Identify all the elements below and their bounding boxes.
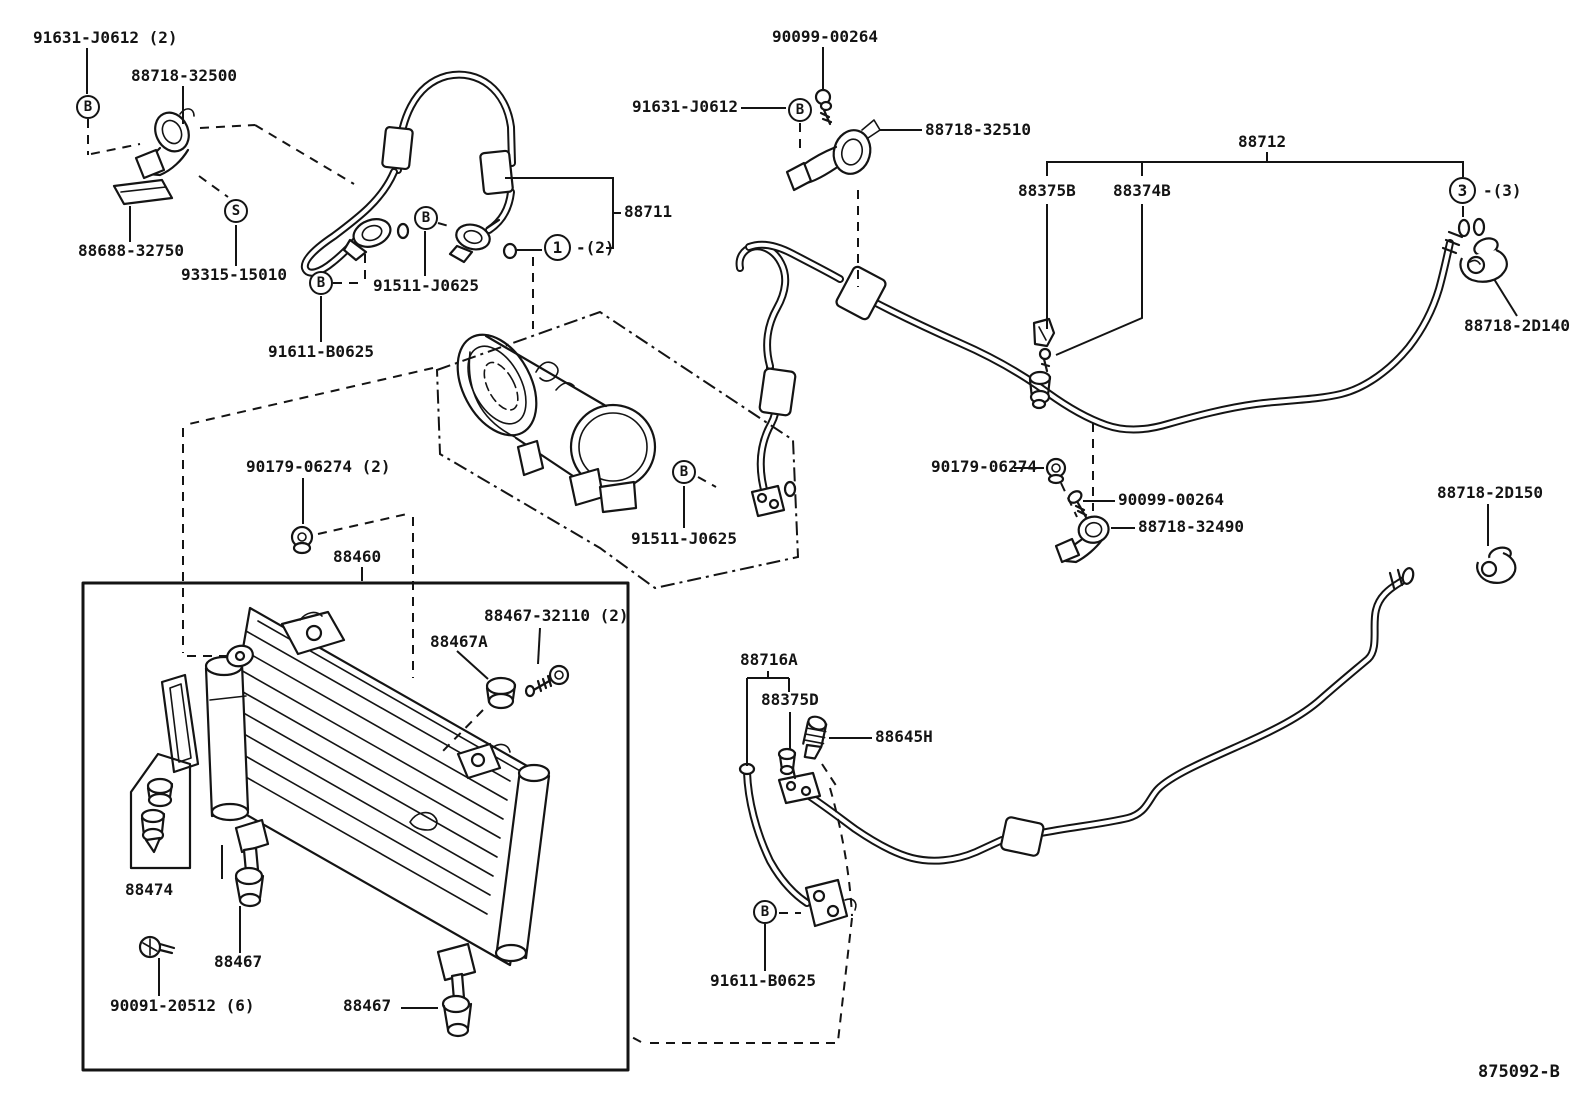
bolt-90099-00264-top: [814, 88, 833, 126]
part-label-90099-00264-top: 90099-00264: [772, 27, 878, 46]
dashed-lines: [87, 119, 1094, 1044]
o-rings-2D140: [1457, 217, 1486, 238]
receiver-drier: [204, 655, 250, 822]
callout-B-3: B: [414, 206, 438, 230]
part-label-88718-2D150: 88718-2D150: [1437, 483, 1543, 502]
compressor: [456, 333, 657, 514]
part-label-88718-32500: 88718-32500: [131, 66, 237, 85]
part-label-88467-left: 88467: [214, 952, 263, 971]
o-ring: [396, 222, 410, 240]
clip-88375B: [1032, 317, 1056, 348]
callout-B-5: B: [672, 460, 696, 484]
part-label-88375D: 88375D: [761, 690, 819, 709]
pipe-joint-fitting: [1028, 370, 1052, 410]
part-label-90179-06274-right: 90179-06274: [931, 457, 1037, 476]
plate-88688-32750: [112, 178, 174, 206]
part-label-88718-2D140: 88718-2D140: [1464, 316, 1570, 335]
pipe-threaded-tip: [1441, 230, 1464, 255]
elbow-fitting-bottom: [804, 878, 857, 928]
condenser-right-bracket: [456, 742, 511, 780]
part-label-91631-J0612-qty2: 91631-J0612 (2): [33, 28, 178, 47]
service-plug-group-88474: [129, 752, 192, 870]
mount-bolt-90091: [138, 935, 176, 959]
part-label-88474: 88474: [125, 880, 174, 899]
callout-B-2: B: [309, 271, 333, 295]
hose-elbow-right: [448, 218, 518, 264]
part-label-88718-32490: 88718-32490: [1138, 517, 1244, 536]
part-label-88645H: 88645H: [875, 727, 933, 746]
condenser-left-mount: [234, 818, 270, 908]
liquid-pipe-lower: [738, 567, 1415, 907]
part-label-91511-J0625-top: 91511-J0625: [373, 276, 479, 295]
grommet-88467A: [485, 676, 517, 710]
part-label-90179-06274-qty2: 90179-06274 (2): [246, 457, 391, 476]
condenser-top-bracket: [226, 610, 346, 668]
leader-lines: [86, 47, 1518, 1009]
part-label-91511-J0625-bottom: 91511-J0625: [631, 529, 737, 548]
figure-reference: 875092-B: [1478, 1062, 1560, 1082]
clamp-88718-32500: [134, 108, 195, 180]
callout-B-1: B: [76, 95, 100, 119]
grommet-88718-2D150: [1476, 546, 1517, 584]
clamp-88718-32490: [1054, 515, 1110, 564]
callout-3: 3: [1449, 177, 1476, 204]
nut-90179-left: [290, 525, 314, 555]
part-label-88467-bottom: 88467: [343, 996, 392, 1015]
bolt-88467-32110: [524, 664, 570, 698]
part-label-88712: 88712: [1238, 132, 1287, 151]
sensor-88645H: [802, 715, 828, 760]
part-label-91631-J0612-mid: 91631-J0612: [632, 97, 738, 116]
part-label-88688-32750: 88688-32750: [78, 241, 184, 260]
part-label-93315-15010: 93315-15010: [181, 265, 287, 284]
callout-B-4: B: [788, 98, 812, 122]
condenser-core: [215, 606, 545, 967]
screw-90099-right: [1067, 490, 1089, 521]
callout-S: S: [224, 199, 248, 223]
part-label-88711: 88711: [624, 202, 673, 221]
pipe-threaded-tip: [1388, 568, 1404, 590]
bolt-88374B: [1038, 347, 1052, 373]
part-label-88716A: 88716A: [740, 650, 798, 669]
condenser-sight-glass: [160, 673, 200, 774]
clamp-88718-32510: [785, 119, 881, 192]
bolt-88375D: [777, 747, 797, 776]
part-label-88467A: 88467A: [430, 632, 488, 651]
part-label-88460: 88460: [333, 547, 382, 566]
condenser-right-tank: [494, 763, 551, 963]
callout-1-qualifier: -(2): [576, 238, 615, 257]
part-label-88467-32110-qty2: 88467-32110 (2): [484, 606, 629, 625]
condenser-bottom-mount: [436, 942, 477, 1038]
part-label-91611-B0625-bottom: 91611-B0625: [710, 971, 816, 990]
part-label-91611-B0625-top: 91611-B0625: [268, 342, 374, 361]
bolt-90179-right: [1045, 457, 1067, 485]
part-label-90091-20512-qty6: 90091-20512 (6): [110, 996, 255, 1015]
hose-elbow-left: [342, 218, 410, 262]
o-ring: [783, 480, 797, 498]
callout-3-qualifier: -(3): [1483, 181, 1522, 200]
callout-B-6: B: [753, 900, 777, 924]
callout-1: 1: [544, 234, 571, 261]
suction-hose-88711: [300, 70, 516, 277]
o-ring: [502, 242, 518, 260]
part-label-88374B: 88374B: [1113, 181, 1171, 200]
condenser-mid-clip: [409, 811, 438, 831]
part-label-88375B: 88375B: [1018, 181, 1076, 200]
condenser-box: [81, 581, 630, 1072]
part-label-88718-32510: 88718-32510: [925, 120, 1031, 139]
flange-at-compressor: [750, 480, 797, 518]
grommet-88718-2D140: [1459, 237, 1508, 283]
discharge-pipe-88712: [735, 230, 1464, 501]
part-label-90099-00264-right: 90099-00264: [1118, 490, 1224, 509]
